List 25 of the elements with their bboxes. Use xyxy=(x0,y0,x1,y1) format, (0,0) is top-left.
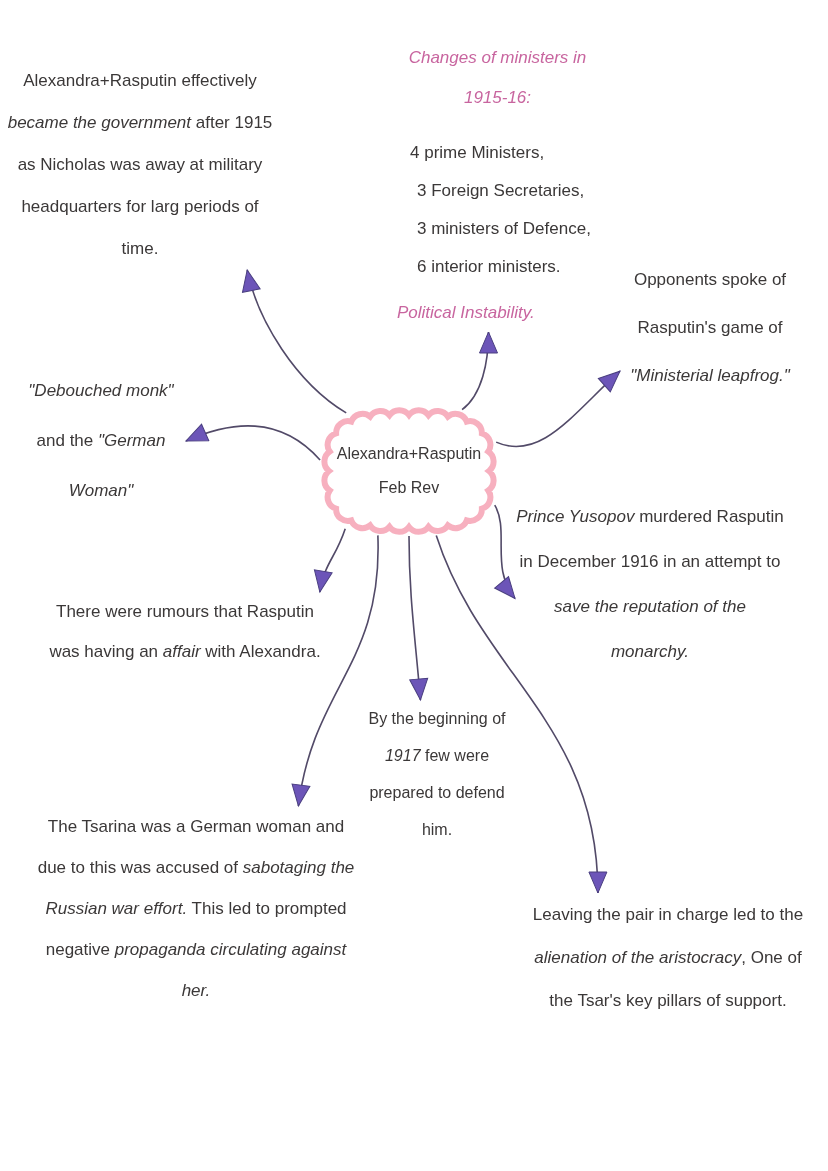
note-text: There were rumours that Rasputin was having an affair with Alexandra. xyxy=(48,601,322,663)
topic-subtitle: Feb Rev xyxy=(378,478,440,498)
note-text: The Tsarina was a German woman and due to this was accused of sabotaging the Russian war effort. This led to prompted negative propaganda circulating against her. xyxy=(36,816,356,1002)
arrow xyxy=(461,331,498,411)
arrow xyxy=(495,370,621,448)
list-item: 6 interior ministers. xyxy=(416,256,562,278)
note-text: Prince Yusopov murdered Rasputin in December 1916 in an attempt to save the reputation of the monarchy. xyxy=(515,506,785,663)
arrow xyxy=(435,534,607,894)
arrow xyxy=(292,534,379,807)
topic-title: Alexandra+Rasputin xyxy=(336,444,482,464)
list-item: 3 Foreign Secretaries, xyxy=(416,180,586,202)
note-text: Alexandra+Rasputin effectively became the government after 1915 as Nicholas was away at military headquarters for larg periods of time. xyxy=(6,70,274,260)
list-item: 3 ministers of Defence, xyxy=(416,218,592,240)
note-text: By the beginning of 1917 few were prepared to defend him. xyxy=(368,709,506,840)
note-text: Opponents spoke of Rasputin's game of "Ministerial leapfrog." xyxy=(629,269,792,387)
arrow xyxy=(408,535,429,701)
arrow xyxy=(493,504,516,600)
note-conclusion: Political Instability. xyxy=(396,302,536,324)
arrow xyxy=(314,527,347,593)
note-text: "Debouched monk" and the "German Woman" xyxy=(27,380,175,502)
arrow xyxy=(242,269,347,414)
arrow xyxy=(185,424,321,461)
list-item: 4 prime Ministers, xyxy=(409,142,546,164)
note-text: Leaving the pair in charge led to the alienation of the aristocracy, One of the Tsar's key pillars of support. xyxy=(531,904,805,1012)
note-heading: Changes of ministers in 1915-16: xyxy=(407,47,588,109)
